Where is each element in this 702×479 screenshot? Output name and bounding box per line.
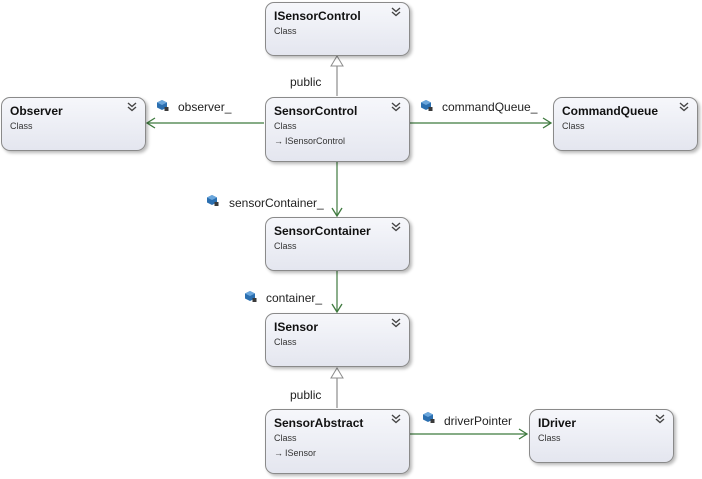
double-chevron-down-icon[interactable] [126,101,138,113]
base-class-name: ISensorControl [285,136,346,146]
class-name: ISensorControl [274,9,361,23]
container-field-label: container_ [266,291,323,305]
base-class-name: ISensor [285,448,317,458]
inheritance-arrow-icon: → [274,136,283,146]
class-kind: Class [274,121,297,131]
double-chevron-down-icon[interactable] [390,221,402,233]
association-sensorcontainer-isensor[interactable] [331,270,343,314]
field-icon [420,99,433,112]
class-sensorabstract[interactable]: SensorAbstract Class →ISensor [265,409,410,474]
class-idriver[interactable]: IDriver Class [529,409,674,463]
double-chevron-down-icon[interactable] [678,101,690,113]
class-kind: Class [274,26,297,36]
class-name: IDriver [538,416,577,430]
class-name: SensorControl [274,104,358,118]
driver-field-label: driverPointer [444,414,513,428]
sensorcontainer-field-label: sensorContainer_ [229,196,324,210]
class-name: CommandQueue [562,104,659,118]
class-name: Observer [10,104,63,118]
class-isensorcontrol[interactable]: ISensorControl Class [265,2,410,56]
class-kind: Class [274,433,297,443]
double-chevron-down-icon[interactable] [390,413,402,425]
inheritance-sensorabstract-isensor[interactable] [330,367,344,408]
association-sensorcontrol-observer[interactable] [145,117,264,129]
double-chevron-down-icon[interactable] [390,101,402,113]
field-icon [422,411,435,424]
class-kind: Class [274,337,297,347]
class-kind: Class [562,121,585,131]
class-observer[interactable]: Observer Class [1,97,146,151]
field-icon [206,194,219,207]
class-sensorcontainer[interactable]: SensorContainer Class [265,217,410,271]
inheritance-label-sensorabstract: public [290,388,322,402]
double-chevron-down-icon[interactable] [390,317,402,329]
field-icon [156,99,169,112]
inheritance-arrow-icon: → [274,448,283,458]
class-name: SensorAbstract [274,416,364,430]
association-sensorcontrol-sensorcontainer[interactable] [331,162,343,218]
base-class: →ISensorControl [274,135,401,148]
double-chevron-down-icon[interactable] [390,6,402,18]
base-class: →ISensor [274,447,401,460]
class-kind: Class [538,433,561,443]
observer-field-label: observer_ [178,100,232,114]
association-sensorabstract-idriver[interactable] [410,428,529,440]
inheritance-label-sensorcontrol: public [290,75,322,89]
class-isensor[interactable]: ISensor Class [265,313,410,367]
class-kind: Class [10,121,33,131]
class-commandqueue[interactable]: CommandQueue Class [553,97,698,151]
double-chevron-down-icon[interactable] [654,413,666,425]
association-sensorcontrol-commandqueue[interactable] [410,117,553,129]
field-icon [244,290,257,303]
class-sensorcontrol[interactable]: SensorControl Class →ISensorControl [265,97,410,162]
commandqueue-field-label: commandQueue_ [442,100,538,114]
class-name: ISensor [274,320,319,334]
class-kind: Class [274,241,297,251]
inheritance-sensorcontrol-isensorcontrol[interactable] [330,55,344,96]
class-name: SensorContainer [274,224,371,238]
